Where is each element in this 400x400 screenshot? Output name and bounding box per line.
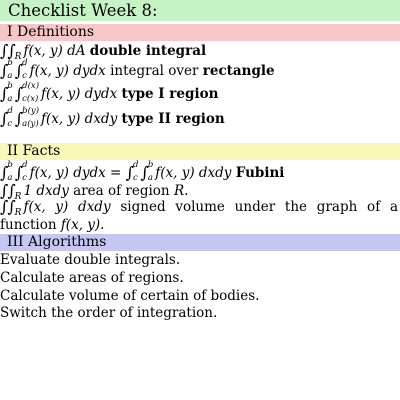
term-label: double integral [89, 43, 207, 59]
algorithm-item: Evaluate double integrals. [0, 252, 181, 268]
algorithm-item: Calculate areas of regions. [0, 270, 184, 286]
term-label: Fubini [235, 165, 285, 181]
page-title: Checklist Week 8: [0, 0, 400, 21]
section-heading-algorithms: III Algorithms [0, 234, 400, 251]
term-label: rectangle [202, 63, 275, 79]
term-label: type II region [121, 111, 225, 127]
algorithm-item: Calculate volume of certain of bodies. [0, 288, 260, 304]
definition-text: integral over [110, 63, 199, 79]
section-heading-definitions: I Definitions [0, 24, 400, 41]
fact-text: signed volume under the graph of a funct… [0, 199, 399, 233]
section-heading-facts: II Facts [0, 143, 400, 160]
algorithm-item: Switch the order of integration. [0, 305, 218, 321]
fact-text: area of region [73, 183, 170, 199]
term-label: type I region [121, 86, 219, 102]
region-variable: R. [173, 183, 189, 199]
function-expression: f(x, y). [60, 217, 105, 233]
